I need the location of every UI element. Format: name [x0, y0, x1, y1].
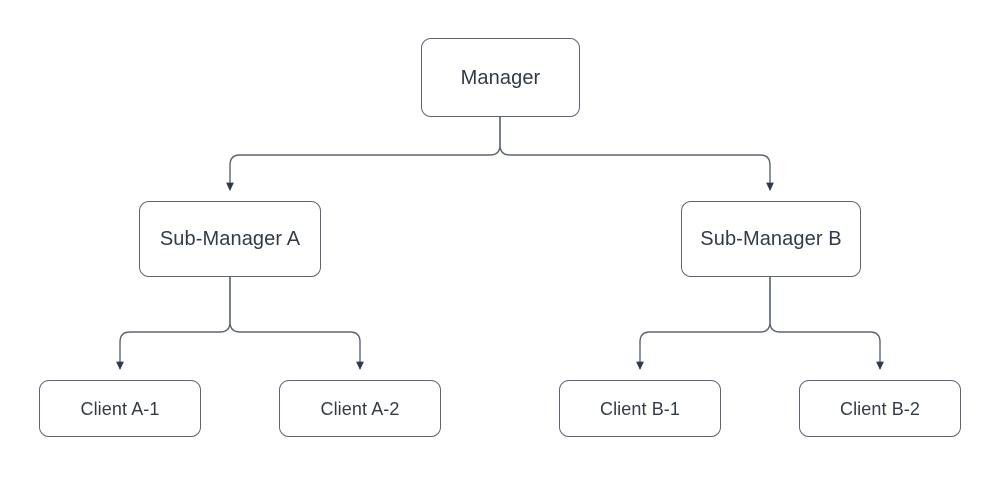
- edge-manager-sub-manager-a: [226, 117, 501, 191]
- node-label-sub-manager-b: Sub-Manager B: [700, 228, 842, 250]
- node-label-client-a-1: Client A-1: [80, 398, 160, 419]
- edge-sub-manager-b-client-b-1: [636, 277, 771, 370]
- edge-sub-manager-a-client-a-2: [229, 277, 364, 370]
- node-label-sub-manager-a: Sub-Manager A: [159, 228, 301, 250]
- node-label-client-b-2: Client B-2: [839, 398, 921, 419]
- node-sub-manager-b[interactable]: Sub-Manager B: [681, 201, 861, 277]
- node-label-manager: Manager: [460, 66, 541, 89]
- node-manager[interactable]: Manager: [421, 38, 580, 117]
- node-client-b-1[interactable]: Client B-1: [559, 380, 721, 437]
- node-label-client-b-1: Client B-1: [599, 398, 681, 419]
- edge-sub-manager-b-client-b-2: [769, 277, 884, 370]
- node-client-b-2[interactable]: Client B-2: [799, 380, 961, 437]
- node-client-a-1[interactable]: Client A-1: [39, 380, 201, 437]
- edge-manager-sub-manager-b: [499, 117, 774, 191]
- node-label-client-a-2: Client A-2: [320, 398, 400, 419]
- node-sub-manager-a[interactable]: Sub-Manager A: [139, 201, 321, 277]
- edge-sub-manager-a-client-a-1: [116, 277, 231, 370]
- node-client-a-2[interactable]: Client A-2: [279, 380, 441, 437]
